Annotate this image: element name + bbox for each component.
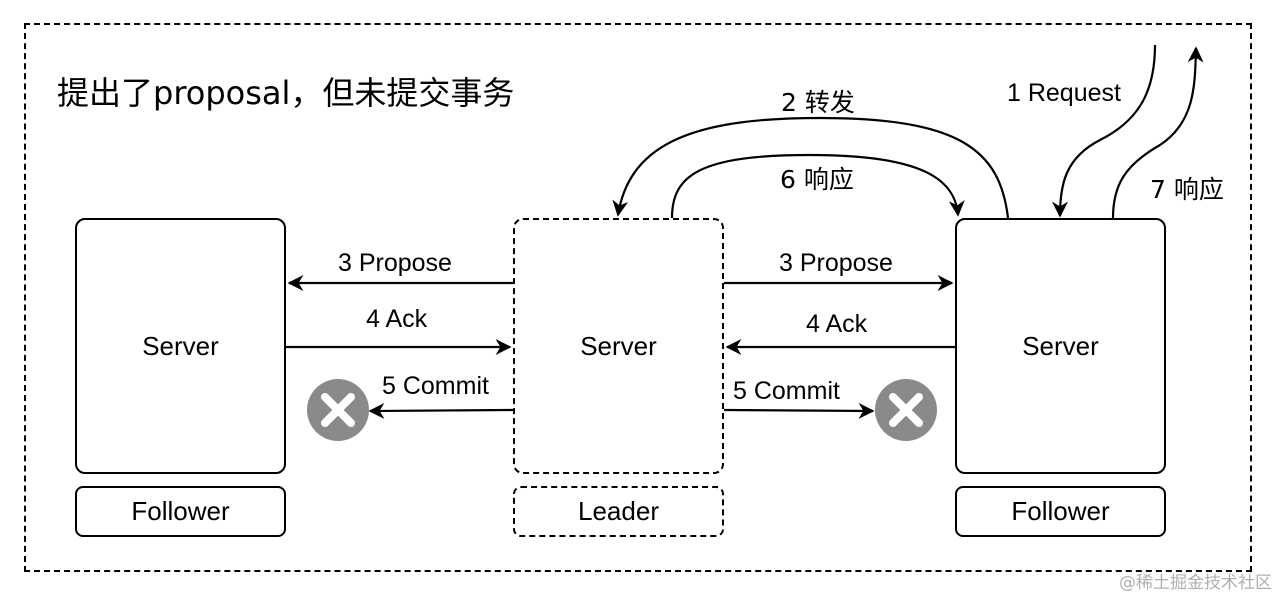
commit-left-label: 5 Commit bbox=[382, 372, 489, 400]
diagram-title: 提出了proposal，但未提交事务 bbox=[57, 74, 515, 112]
reply-leader-arrow bbox=[670, 153, 965, 219]
right-failed-x-circle-icon bbox=[875, 379, 937, 441]
center-role-box: Leader bbox=[513, 486, 724, 537]
reply-client-arrow bbox=[1111, 46, 1204, 219]
ack-right-label: 4 Ack bbox=[806, 310, 868, 338]
right-role-label: Follower bbox=[1011, 496, 1110, 526]
left-role-label: Follower bbox=[131, 496, 230, 526]
watermark: @稀土掘金技术社区 bbox=[1119, 573, 1272, 593]
commit-right-label: 5 Commit bbox=[733, 377, 840, 405]
left-server-box: Server bbox=[75, 218, 286, 474]
propose-right-label: 3 Propose bbox=[779, 249, 893, 277]
reply-leader-label: 6 响应 bbox=[780, 165, 854, 194]
center-server-box: Server bbox=[513, 218, 724, 474]
commit-right-arrow bbox=[723, 402, 875, 419]
right-server-label: Server bbox=[1022, 330, 1099, 361]
forward-arrow bbox=[612, 116, 1010, 219]
right-server-box: Server bbox=[955, 218, 1166, 474]
forward-label: 2 转发 bbox=[781, 88, 855, 117]
left-server-label: Server bbox=[142, 330, 219, 361]
commit-left-arrow bbox=[368, 402, 514, 419]
reply-client-label: 7 响应 bbox=[1150, 175, 1224, 204]
left-role-box: Follower bbox=[75, 486, 286, 537]
request-label: 1 Request bbox=[1007, 79, 1121, 107]
center-role-label: Leader bbox=[578, 496, 659, 526]
center-server-label: Server bbox=[580, 330, 657, 361]
left-failed-x-circle-icon bbox=[307, 379, 369, 441]
request-arrow bbox=[1052, 44, 1157, 218]
diagram-frame bbox=[24, 23, 1252, 572]
right-role-box: Follower bbox=[955, 486, 1166, 537]
propose-left-label: 3 Propose bbox=[338, 249, 452, 277]
ack-left-label: 4 Ack bbox=[366, 305, 428, 333]
